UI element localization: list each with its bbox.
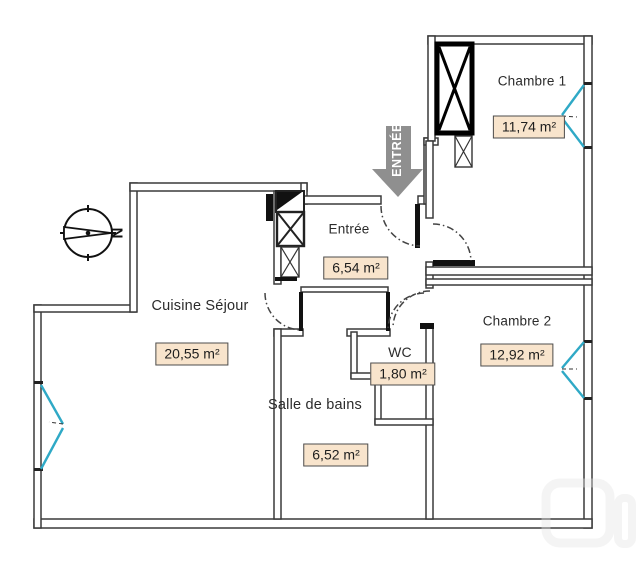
sdb-door-arc bbox=[264, 292, 302, 331]
compass-ticks bbox=[60, 205, 116, 261]
wall-top-entree bbox=[300, 195, 382, 205]
window-dash bbox=[48, 421, 64, 425]
entrance-door-arc bbox=[380, 205, 421, 247]
wall-left-step bbox=[33, 304, 137, 313]
area-badge-cuisine: 20,55 m² bbox=[155, 342, 229, 366]
wall-chambre1-left bbox=[427, 35, 436, 142]
wall-chambre2-top bbox=[425, 278, 593, 286]
wardrobe-chambre1 bbox=[434, 41, 475, 168]
wall-wc-1 bbox=[350, 331, 358, 379]
wall-stub bbox=[266, 194, 273, 221]
entrance-arrow: ENTRÉE bbox=[372, 123, 423, 197]
compass: N bbox=[60, 205, 126, 261]
room-label-chambre2: Chambre 2 bbox=[482, 313, 552, 329]
wc-door-arc bbox=[387, 292, 425, 331]
entrance-door-leaf bbox=[415, 204, 420, 248]
window-cap bbox=[34, 468, 43, 471]
shaft-x-icon bbox=[276, 211, 305, 247]
wall-bottom bbox=[33, 518, 593, 529]
arrow-head-icon bbox=[372, 169, 423, 197]
wall-top-main bbox=[129, 182, 308, 192]
chambre1-door-leaf bbox=[433, 260, 475, 266]
window-cap bbox=[34, 381, 43, 384]
wc-door-leaf bbox=[386, 292, 390, 331]
room-label-chambre1: Chambre 1 bbox=[497, 73, 567, 89]
room-label-cuisine: Cuisine Séjour bbox=[151, 298, 249, 314]
wall-left-upper bbox=[129, 182, 138, 313]
window-cuisine-icon bbox=[39, 384, 65, 470]
room-label-wc: WC bbox=[388, 344, 412, 360]
area-badge-chambre1: 11,74 m² bbox=[492, 115, 566, 139]
window-cap bbox=[584, 82, 592, 85]
wall-hall bbox=[300, 286, 389, 293]
compass-north-label: N bbox=[109, 228, 126, 239]
wall-chambre1-bottom bbox=[425, 266, 593, 276]
window-chambre2-icon bbox=[561, 341, 585, 399]
shaft-x-small-icon bbox=[454, 135, 473, 168]
compass-center-dot bbox=[85, 230, 91, 236]
window-cap bbox=[584, 146, 592, 149]
window-chambre1-icon bbox=[561, 84, 585, 148]
area-badge-sdb: 6,52 m² bbox=[303, 443, 369, 467]
wardrobe-x-icon bbox=[437, 46, 472, 131]
wall-chambre1-door-upper bbox=[425, 140, 434, 219]
duct-shafts bbox=[266, 190, 306, 281]
sdb-door-leaf bbox=[299, 292, 303, 331]
area-badge-chambre2: 12,92 m² bbox=[480, 343, 554, 367]
chambre2-door-hinge bbox=[420, 323, 434, 329]
area-badge-wc: 1,80 m² bbox=[370, 362, 436, 386]
windows bbox=[34, 82, 592, 471]
wall-sdb-left bbox=[273, 328, 282, 520]
wall-wc-4 bbox=[374, 418, 434, 426]
entrance-arrow-label: ENTRÉE bbox=[389, 123, 404, 177]
wall-sdb-top-right bbox=[346, 328, 391, 337]
shaft-triangle-icon bbox=[277, 192, 302, 210]
doors bbox=[264, 204, 475, 331]
room-label-sdb: Salle de bains bbox=[268, 397, 362, 413]
shaft-cap bbox=[275, 277, 297, 281]
room-label-entree: Entrée bbox=[328, 221, 370, 237]
wall-left-lower bbox=[33, 304, 42, 529]
shaft-x-small-icon bbox=[280, 246, 300, 278]
area-badge-entree: 6,54 m² bbox=[323, 256, 389, 280]
arrow-shaft bbox=[386, 126, 411, 169]
chambre2-door-arc bbox=[392, 290, 431, 329]
watermark bbox=[541, 478, 636, 548]
chambre1-door-arc bbox=[432, 223, 472, 262]
window-cap bbox=[584, 397, 592, 400]
window-cap bbox=[584, 340, 592, 343]
